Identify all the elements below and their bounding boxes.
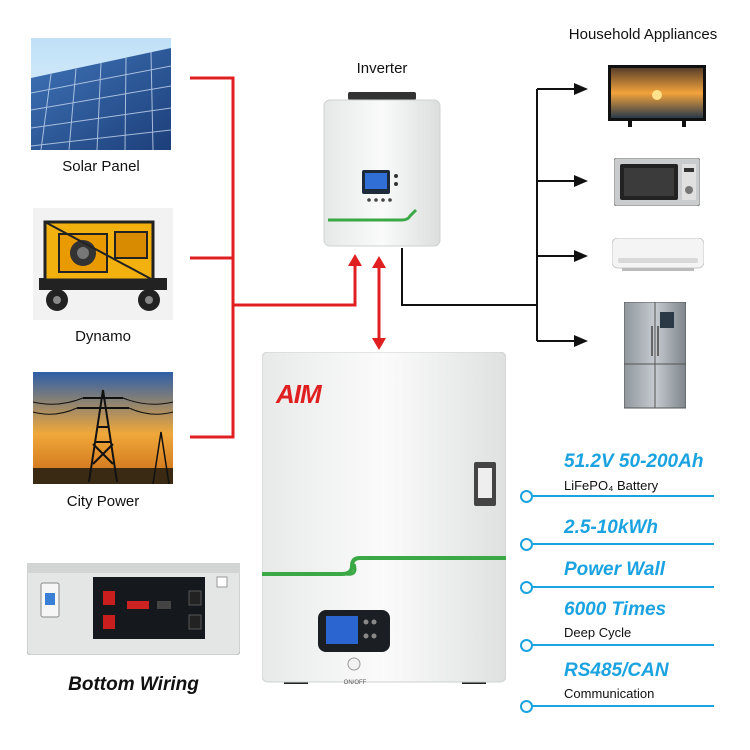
spec-bullet (520, 639, 533, 652)
spec-capacity-title: 2.5-10kWh (564, 517, 658, 538)
refrigerator-image (624, 302, 686, 410)
bottom-wiring-label: Bottom Wiring (68, 674, 199, 695)
battery-brand-logo: AIM (276, 379, 322, 409)
spec-bullet (520, 490, 533, 503)
spec-divider (528, 495, 714, 497)
solar-panel-image (31, 38, 171, 150)
spec-list: 51.2V 50-200Ah LiFePO₄ Battery 2.5-10kWh… (518, 445, 750, 725)
spec-divider (528, 543, 714, 545)
spec-divider (528, 644, 714, 646)
appliances-label: Household Appliances (568, 26, 718, 43)
bottom-wiring-image (27, 563, 240, 655)
spec-voltage-title: 51.2V 50-200Ah (564, 451, 704, 472)
inverter-label: Inverter (356, 60, 408, 77)
spec-voltage-sub: LiFePO₄ Battery (564, 478, 659, 493)
spec-divider (528, 586, 714, 588)
spec-bullet (520, 700, 533, 713)
microwave-image (614, 158, 700, 206)
city-power-label: City Power (66, 493, 140, 510)
inverter-image (322, 92, 442, 249)
spec-comm-title: RS485/CAN (564, 660, 669, 681)
power-switch-label: ON/OFF (343, 680, 367, 686)
tv-image (608, 65, 706, 127)
air-conditioner-image (612, 238, 704, 272)
spec-cycle-sub: Deep Cycle (564, 625, 632, 640)
city-power-image (33, 372, 173, 484)
spec-bullet (520, 538, 533, 551)
dynamo-label: Dynamo (75, 328, 131, 345)
spec-type-title: Power Wall (564, 559, 666, 580)
spec-divider (528, 705, 714, 707)
spec-bullet (520, 581, 533, 594)
solar-panel-label: Solar Panel (62, 158, 140, 175)
spec-cycle-title: 6000 Times (564, 599, 667, 620)
battery-power-wall (262, 352, 506, 710)
spec-comm-sub: Communication (564, 686, 655, 701)
dynamo-image (33, 208, 173, 320)
